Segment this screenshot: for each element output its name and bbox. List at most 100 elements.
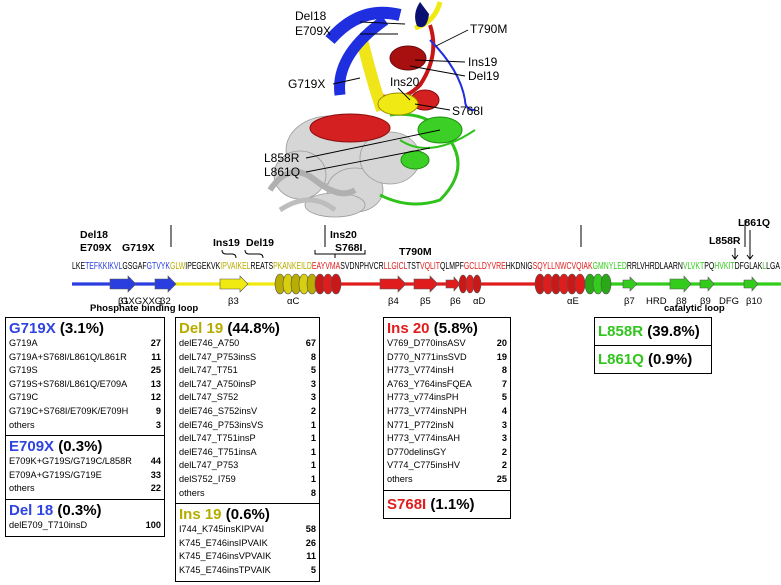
sequence-segment: VLVKT	[683, 261, 705, 272]
mutation-count: 25	[150, 365, 161, 376]
mutation-row: delL747_A750insP 3	[179, 378, 316, 392]
mutation-row: delL747_P753insS 8	[179, 351, 316, 365]
helix-ad	[458, 274, 482, 294]
mutation-count: 5	[501, 392, 507, 403]
mutation-name: delL747_A750insP	[179, 378, 257, 389]
pct-ins19: (0.6%)	[225, 506, 270, 524]
sequence-segment: HKDNIG	[506, 261, 533, 272]
mutation-count: 3	[155, 419, 161, 430]
mutation-count: 1	[310, 433, 316, 444]
mutation-count: 44	[150, 456, 161, 467]
mutation-name: delL747_T751	[179, 365, 238, 376]
mutation-name: D770delinsGY	[387, 446, 447, 457]
seq-label-ins19: Ins19	[213, 237, 240, 249]
mutation-count: 67	[305, 338, 316, 348]
mutation-name: G719S	[9, 365, 38, 376]
seq-label-e709x: E709X	[80, 242, 112, 254]
mutation-name: H773_V774insAH	[387, 433, 461, 444]
title-ins19: Ins 19	[179, 506, 222, 524]
kinase-structure: Del18 E709X T790M Ins19 Del19 Ins20 G719…	[264, 1, 507, 218]
mutation-count: 27	[150, 338, 161, 348]
label-ac: αC	[287, 296, 299, 307]
strand-b5	[413, 275, 439, 293]
mutation-name: delE746_P753insVS	[179, 419, 264, 430]
mutation-count: 12	[150, 392, 161, 403]
structure-label-del19: Del19	[468, 69, 500, 83]
heading-del18: Del 18 (0.3%)	[9, 502, 161, 519]
pct-ins20: (5.8%)	[433, 320, 478, 337]
heading-l861q: L861Q (0.9%)	[598, 351, 708, 368]
seq-label-g719x: G719X	[122, 242, 155, 254]
mutation-count: 3	[310, 378, 316, 389]
mutation-count: 100	[145, 519, 161, 530]
label-b9: β9	[700, 296, 711, 307]
mutation-count: 3	[310, 392, 316, 403]
mutation-name: delL747_P753insS	[179, 351, 257, 362]
title-l861q: L861Q	[598, 351, 644, 368]
label-b1: β1	[118, 296, 129, 307]
sequence-segment: K	[758, 261, 763, 272]
sequence-segment: IPVAIKEL	[220, 261, 250, 272]
label-b7: β7	[624, 296, 635, 307]
heading-g719x: G719X (3.1%)	[9, 320, 161, 337]
mutation-count: 1	[310, 460, 316, 471]
mutation-count: 1	[310, 446, 316, 457]
mutation-name: K745_E746insTPVAIK	[179, 564, 271, 575]
structure-label-e709x: E709X	[295, 24, 331, 38]
sequence-segment: SGAF	[128, 261, 147, 272]
mutation-name: delE709_T710insD	[9, 519, 88, 530]
sequence-segment: LK	[72, 261, 81, 272]
mutation-name: K745_E746insVPVAIK	[179, 551, 272, 562]
mutation-name: delL747_P753	[179, 460, 239, 471]
label-dfg: DFG	[719, 296, 739, 307]
pct-l858r: (39.8%)	[647, 323, 700, 340]
title-del18: Del 18	[9, 501, 54, 519]
structure-label-g719x: G719X	[288, 77, 325, 91]
mutation-name: A763_Y764insFQEA	[387, 378, 472, 389]
sequence-segment: S	[340, 261, 345, 272]
seq-label-l861q: L861Q	[738, 217, 770, 229]
strand-b3	[219, 275, 249, 293]
mutation-name: G719C+S768I/E709K/E709H	[9, 405, 129, 416]
mutation-count: 20	[496, 338, 507, 348]
mutation-count: 9	[155, 405, 161, 416]
section-del18: Del 18 (0.3%) delE709_T710insD 100	[6, 500, 164, 536]
sequence-segment: VQLIT	[420, 261, 440, 272]
structure-label-ins19: Ins19	[468, 55, 498, 69]
mutation-name: others	[387, 473, 413, 484]
sequence-segment: L	[762, 261, 766, 272]
sequence-segment: TST	[407, 261, 420, 272]
strand-b7	[622, 276, 638, 292]
mutation-name: E709A+G719S/G719E	[9, 469, 102, 480]
sequence-segment: SQYLLNWCVQIAK	[533, 261, 593, 272]
mutation-name: delS752_I759	[179, 473, 236, 484]
mutation-count: 8	[310, 351, 316, 362]
sequence-segment: GMNYLED	[593, 261, 627, 272]
mutation-name: N771_P772insN	[387, 419, 454, 430]
sequence-segment: E	[80, 261, 85, 272]
strand-b6	[445, 276, 461, 292]
mutation-count: 11	[151, 351, 161, 362]
mutation-row: delL747_P753 1	[179, 459, 316, 473]
mutation-count: 4	[501, 405, 507, 416]
mutation-count: 22	[150, 483, 161, 494]
seq-label-del19: Del19	[246, 237, 274, 249]
title-l858r: L858R	[598, 323, 644, 340]
sequence-segment: GLW	[170, 261, 185, 272]
